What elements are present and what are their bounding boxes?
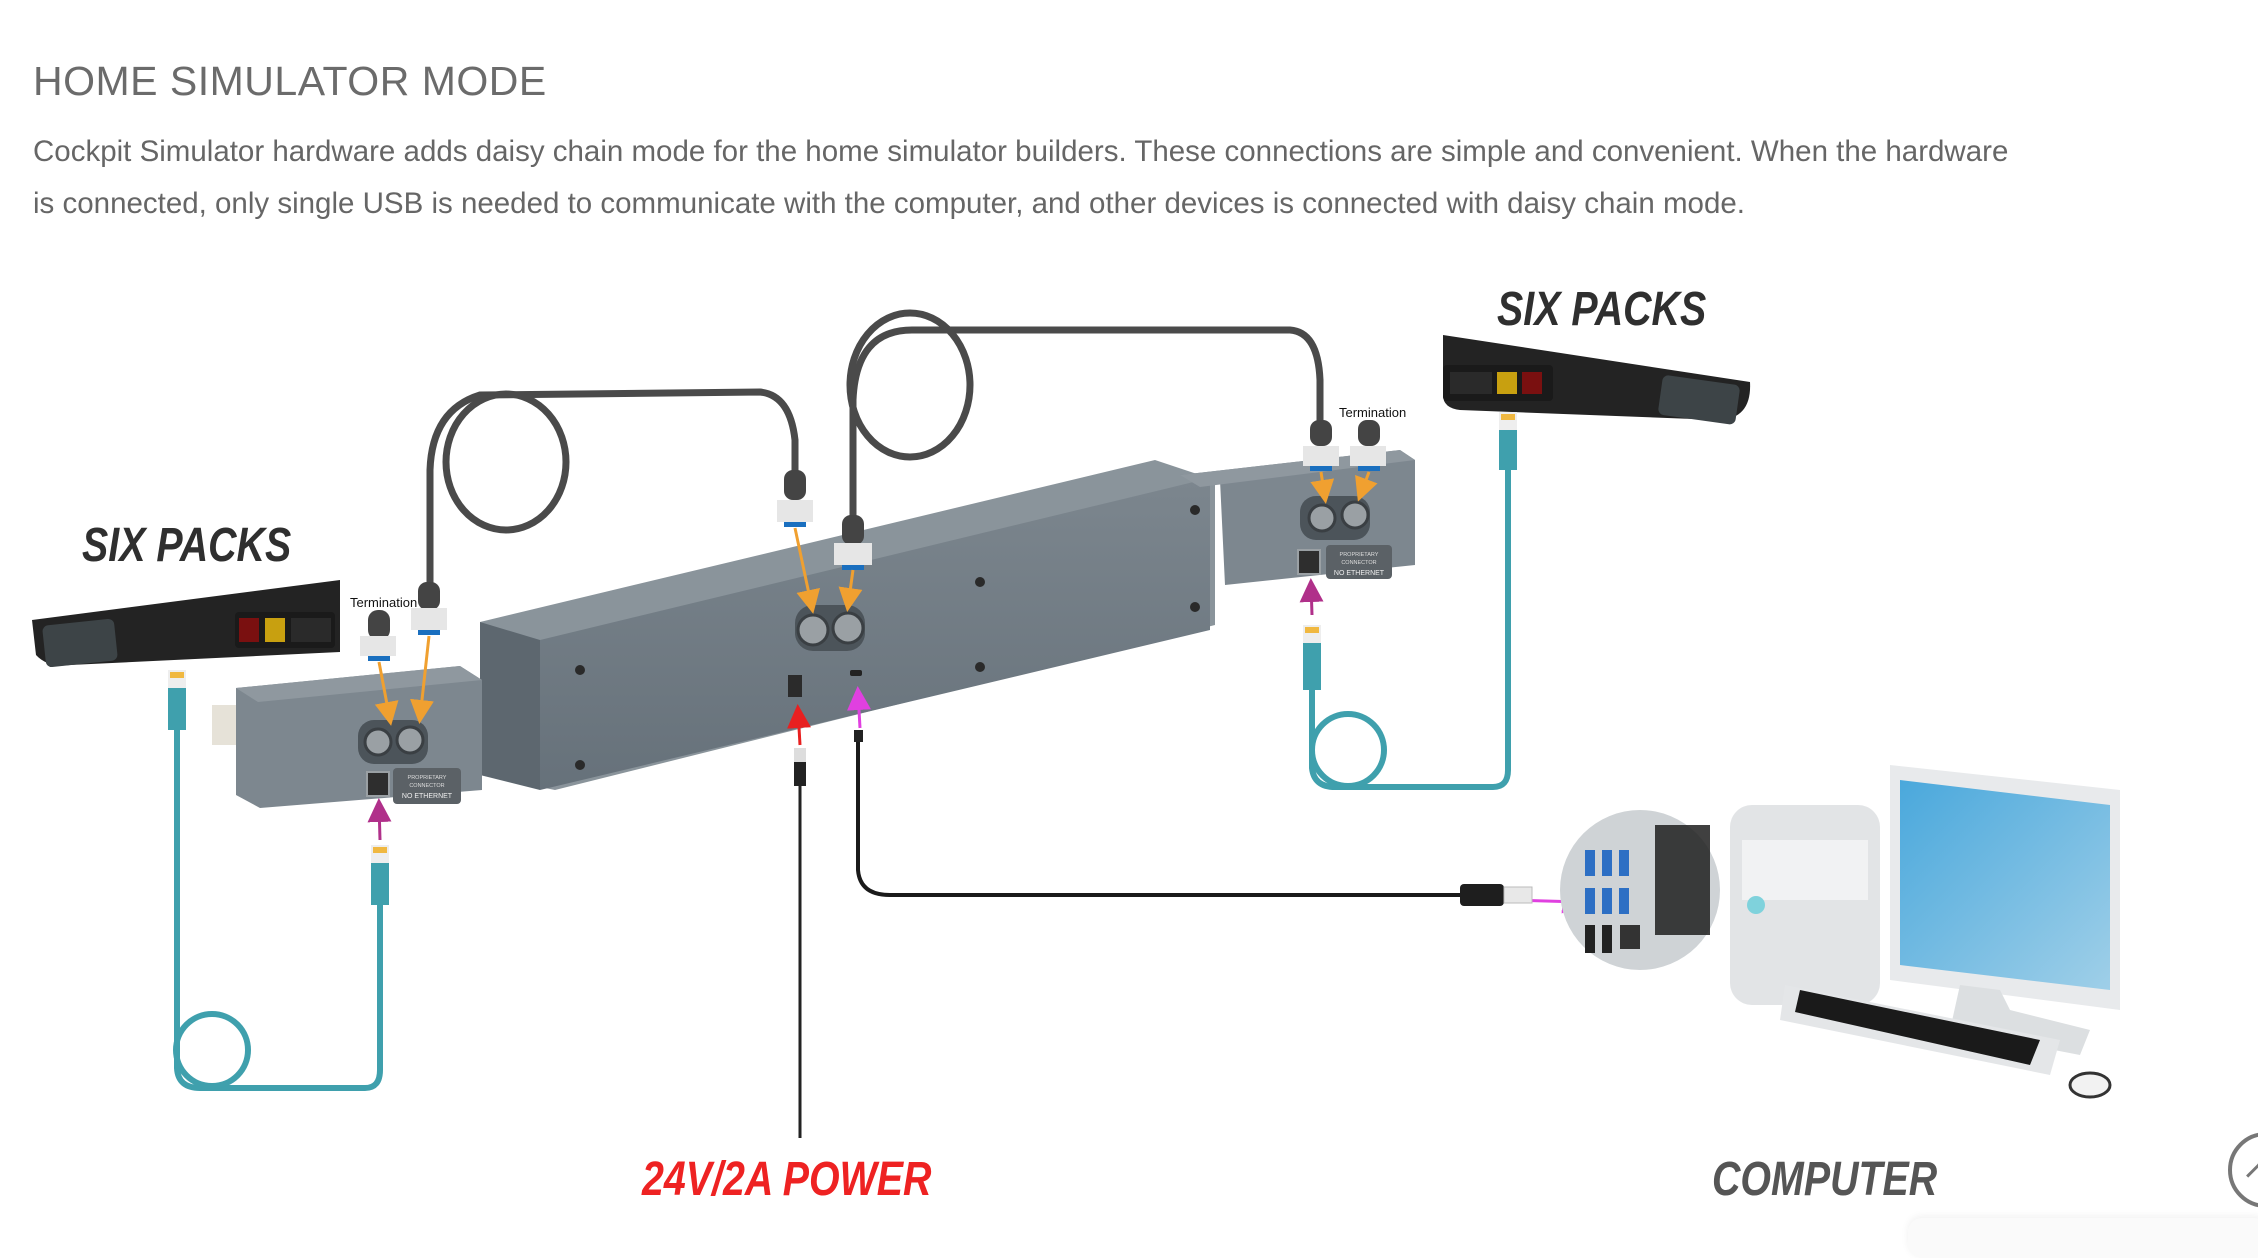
right-plate-line: PROPRIETARY <box>1340 552 1379 558</box>
computer-label: COMPUTER <box>1712 1153 1938 1206</box>
ethernet-cable <box>173 470 1511 1091</box>
six-packs-label-left: SIX PACKS <box>82 519 292 572</box>
power-arrow <box>787 704 812 746</box>
description-line: is connected, only single USB is needed … <box>33 187 1745 220</box>
usb-arrow <box>847 686 871 729</box>
right-plate-line: CONNECTOR <box>1341 560 1376 566</box>
power-cable <box>794 748 806 1138</box>
left-module: PROPRIETARY CONNECTOR NO ETHERNET <box>212 666 482 808</box>
termination-label-right: Termination <box>1339 405 1407 420</box>
ethernet-arrow-right <box>1299 578 1324 616</box>
left-plate-line: NO ETHERNET <box>402 793 453 800</box>
six-pack-panel-right <box>1443 335 1751 425</box>
left-plate-line: PROPRIETARY <box>408 775 447 781</box>
usb-cable <box>854 730 1533 906</box>
six-packs-label-right: SIX PACKS <box>1497 283 1707 336</box>
computer-illustration <box>1560 765 2120 1099</box>
termination-label-left: Termination <box>350 595 418 610</box>
cable-plug <box>360 420 1386 661</box>
description-line: Cockpit Simulator hardware adds daisy ch… <box>33 135 2009 168</box>
left-plate-line: CONNECTOR <box>409 783 444 789</box>
power-label: 24V/2A POWER <box>642 1153 932 1206</box>
right-plate-line: NO ETHERNET <box>1334 570 1385 577</box>
main-hardware-unit <box>480 460 1215 790</box>
six-pack-panel-left <box>32 580 340 668</box>
rj45-plug <box>168 412 1517 905</box>
section-title: HOME SIMULATOR MODE <box>33 58 547 104</box>
section-description: Cockpit Simulator hardware adds daisy ch… <box>33 126 2183 230</box>
ethernet-arrow-left <box>367 798 392 841</box>
daisy-chain-cable <box>426 309 1324 614</box>
bottom-widget <box>1908 1218 2258 1258</box>
daisy-arrows <box>374 471 1378 726</box>
